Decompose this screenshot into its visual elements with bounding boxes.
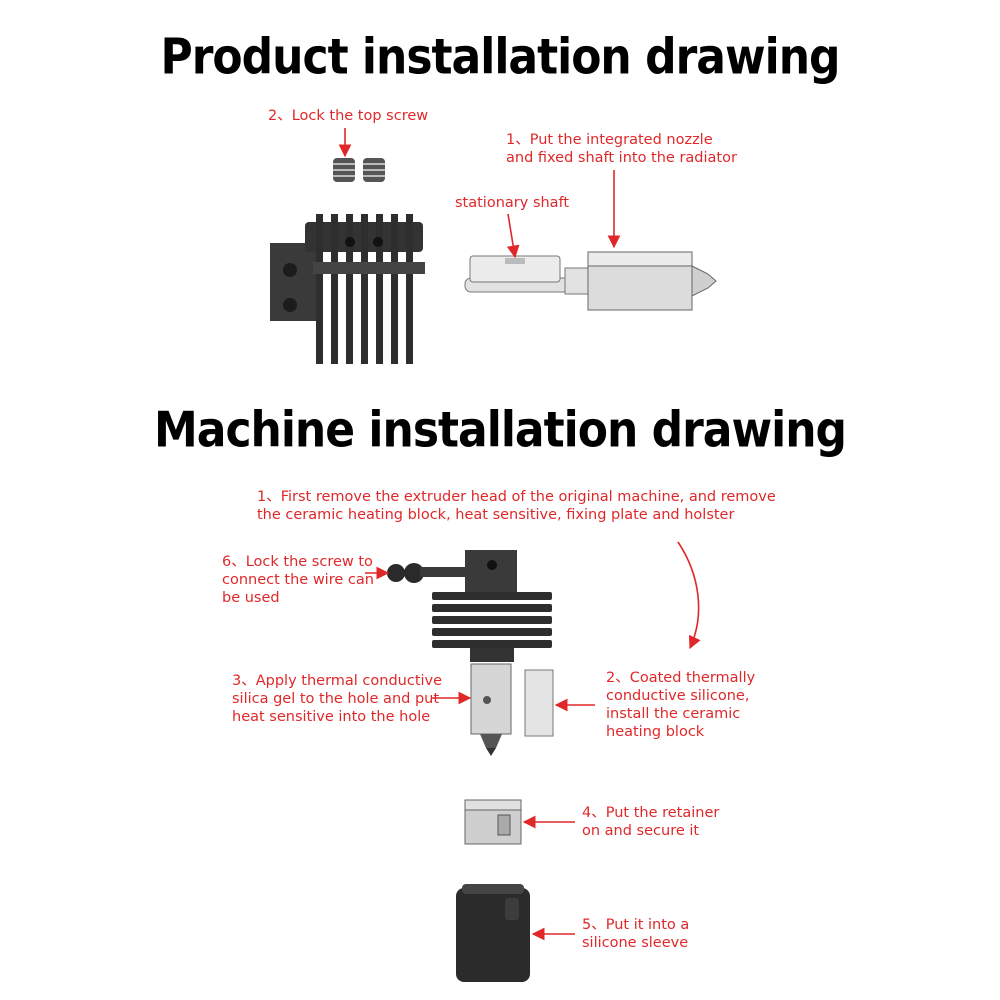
ceramic-heating-block (524, 669, 554, 737)
extruder-heatsink (432, 550, 552, 662)
radiator-heatsink (270, 214, 425, 364)
product-installation-title: Product installation drawing (160, 28, 840, 87)
label-step2: 2、Coated thermally conductive silicone, … (606, 670, 756, 740)
machine-installation-title: Machine installation drawing (153, 401, 847, 460)
label-put-nozzle: 1、Put the integrated nozzle and fixed sh… (506, 132, 737, 166)
label-step1: 1、First remove the extruder head of the … (257, 489, 776, 523)
label-step5: 5、Put it into a silicone sleeve (582, 917, 690, 951)
top-screws (333, 158, 385, 182)
silicone-sleeve (456, 884, 530, 982)
heater-block-nozzle (470, 663, 512, 756)
retainer (464, 799, 522, 845)
label-lock-top-screw: 2、Lock the top screw (268, 108, 429, 124)
nozzle-shaft-assembly (464, 251, 717, 311)
lock-screws (387, 563, 466, 583)
label-stationary-shaft: stationary shaft (455, 195, 570, 211)
label-step3: 3、Apply thermal conductive silica gel to… (232, 673, 443, 725)
label-step4: 4、Put the retainer on and secure it (582, 805, 720, 839)
label-step6: 6、Lock the screw to connect the wire can… (222, 554, 374, 606)
